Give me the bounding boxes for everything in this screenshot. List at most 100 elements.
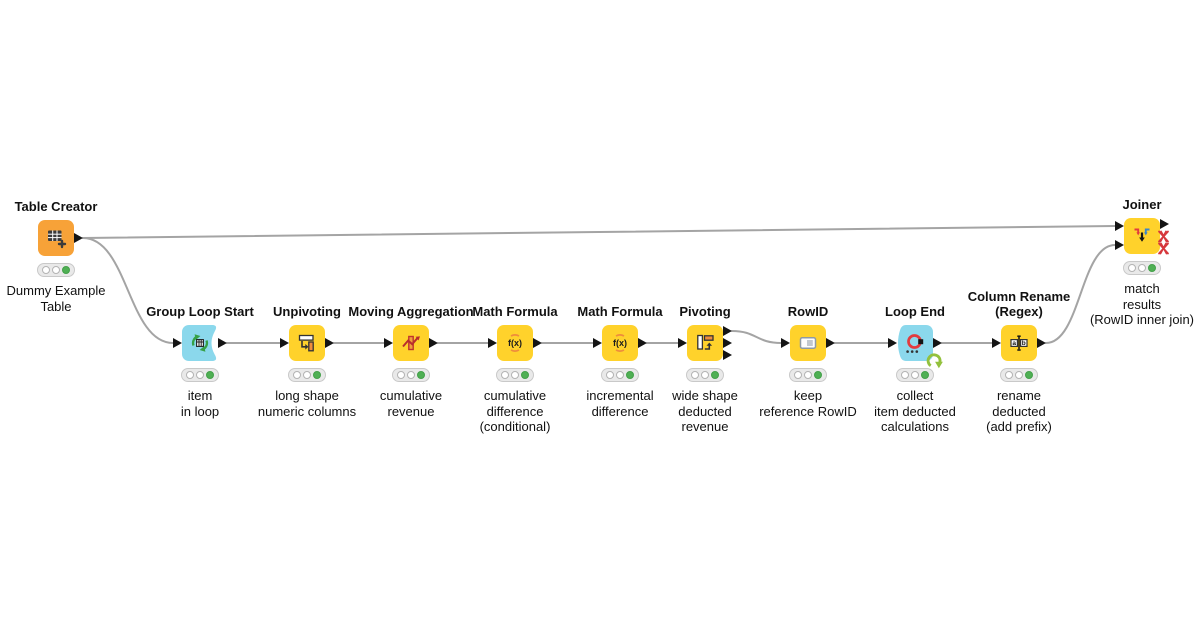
unpivot-icon [295, 331, 319, 355]
node-status-traffic-light [181, 368, 219, 382]
node-body[interactable]: f(x) [593, 325, 647, 361]
node-annotation: cumulative difference (conditional) [479, 388, 551, 434]
moving-aggregation-icon [399, 331, 423, 355]
status-yellow-light [701, 371, 709, 379]
input-port[interactable] [1115, 220, 1124, 231]
status-red-light [1128, 264, 1136, 272]
output-port[interactable] [325, 337, 334, 348]
node-body[interactable]: f(x) [488, 325, 542, 361]
input-port[interactable] [678, 337, 687, 348]
node-body[interactable] [678, 325, 732, 361]
status-red-light [901, 371, 909, 379]
status-yellow-light [407, 371, 415, 379]
status-green-light [626, 371, 634, 379]
node-unpivoting[interactable]: Unpivoting long shape numeric columns [227, 304, 387, 419]
output-port[interactable] [826, 337, 835, 348]
node-joiner[interactable]: Joiner match results (RowID inner join) [1062, 197, 1200, 327]
output-port[interactable] [533, 337, 542, 348]
loop-end-icon [903, 331, 927, 355]
status-green-light [417, 371, 425, 379]
node-name: Table Creator [14, 199, 98, 214]
status-green-light [62, 266, 70, 274]
input-port[interactable] [1115, 239, 1124, 250]
output-port[interactable] [218, 337, 227, 348]
input-port[interactable] [488, 337, 497, 348]
node-name: Unpivoting [273, 304, 341, 319]
input-port[interactable] [280, 337, 289, 348]
table-create-icon [44, 226, 68, 250]
output-port[interactable] [933, 337, 942, 348]
output-port[interactable] [638, 337, 647, 348]
node-pivoting[interactable]: Pivoting wide shape deducted revenue [625, 304, 785, 434]
node-annotation: wide shape deducted revenue [672, 388, 738, 434]
output-port[interactable] [723, 349, 732, 360]
inactive-port-icon [1157, 242, 1170, 255]
node-table-creator[interactable]: Table Creator Dummy Example Table [0, 199, 136, 314]
math-formula-icon: f(x) [503, 331, 527, 355]
connection[interactable] [82, 225, 1116, 239]
node-name: RowID [787, 304, 829, 319]
node-annotation: keep reference RowID [759, 388, 857, 419]
node-status-traffic-light [496, 368, 534, 382]
output-port[interactable] [74, 232, 83, 243]
node-status-traffic-light [288, 368, 326, 382]
input-port[interactable] [593, 337, 602, 348]
node-math-formula[interactable]: Math Formula f(x) cumulative difference … [435, 304, 595, 434]
status-yellow-light [196, 371, 204, 379]
node-status-traffic-light [37, 263, 75, 277]
status-red-light [501, 371, 509, 379]
node-body[interactable] [1115, 218, 1169, 254]
node-math-formula[interactable]: Math Formula f(x) incremental difference [540, 304, 700, 419]
status-yellow-light [911, 371, 919, 379]
output-port[interactable] [1160, 218, 1169, 229]
node-name: Moving Aggregation [348, 304, 474, 319]
status-red-light [606, 371, 614, 379]
node-name: Joiner [1122, 197, 1162, 212]
output-port[interactable] [1037, 337, 1046, 348]
node-status-traffic-light [789, 368, 827, 382]
status-green-light [521, 371, 529, 379]
status-red-light [186, 371, 194, 379]
node-name: Group Loop Start [146, 304, 254, 319]
node-body[interactable] [280, 325, 334, 361]
connection[interactable] [82, 237, 174, 344]
node-name: Math Formula [577, 304, 663, 319]
output-port[interactable] [429, 337, 438, 348]
node-status-traffic-light [896, 368, 934, 382]
node-rowid[interactable]: RowID keep reference RowID [728, 304, 888, 419]
status-yellow-light [1015, 371, 1023, 379]
status-yellow-light [511, 371, 519, 379]
input-port[interactable] [888, 337, 897, 348]
node-body[interactable] [38, 220, 83, 256]
input-port[interactable] [384, 337, 393, 348]
pivot-icon [693, 331, 717, 355]
output-port[interactable] [723, 337, 732, 348]
node-group-loop-start[interactable]: Group Loop Start item in loop [120, 304, 280, 419]
status-green-light [206, 371, 214, 379]
input-port[interactable] [173, 337, 182, 348]
node-moving-aggregation[interactable]: Moving Aggregation cumulative revenue [331, 304, 491, 419]
node-status-traffic-light [392, 368, 430, 382]
node-body[interactable] [888, 325, 943, 369]
input-port[interactable] [781, 337, 790, 348]
node-status-traffic-light [1000, 368, 1038, 382]
node-body[interactable] [384, 325, 438, 361]
output-port[interactable] [723, 325, 732, 336]
node-annotation: incremental difference [586, 388, 654, 419]
connection[interactable] [731, 330, 782, 344]
status-yellow-light [616, 371, 624, 379]
status-yellow-light [804, 371, 812, 379]
rowid-icon [796, 331, 820, 355]
connection[interactable] [1045, 244, 1116, 344]
status-green-light [1148, 264, 1156, 272]
node-body[interactable] [173, 325, 227, 361]
status-red-light [794, 371, 802, 379]
node-body[interactable] [781, 325, 835, 361]
input-port[interactable] [992, 337, 1001, 348]
node-loop-end[interactable]: Loop End collect item deducted calculati… [835, 304, 995, 434]
status-green-light [921, 371, 929, 379]
